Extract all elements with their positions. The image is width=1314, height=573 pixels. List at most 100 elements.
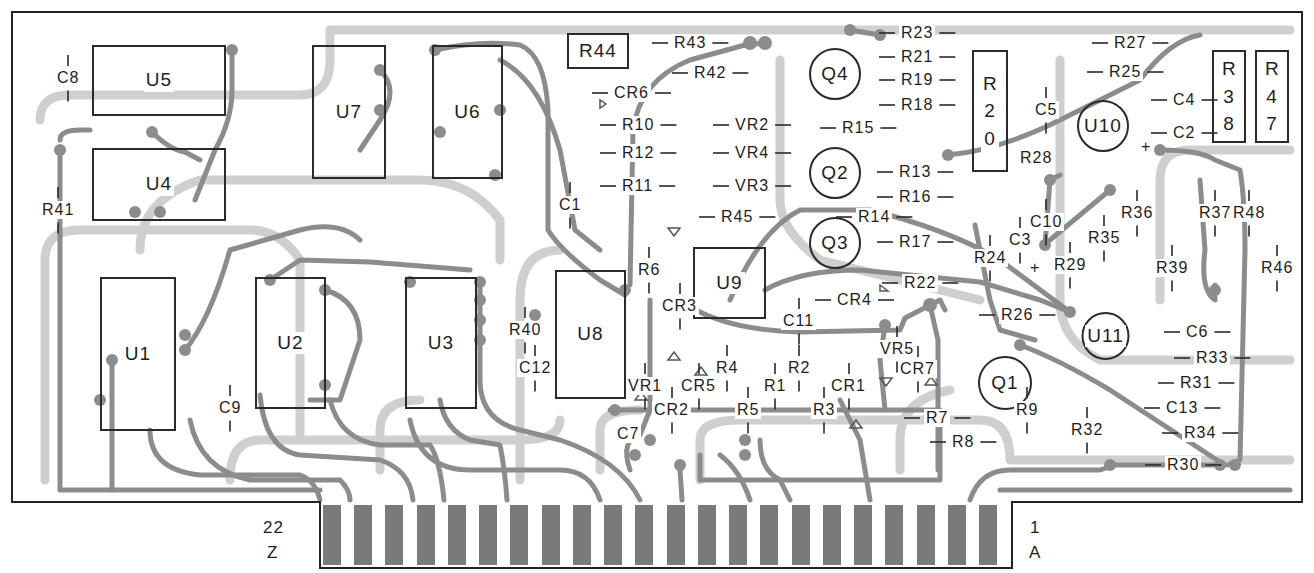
component-outline: R44	[567, 33, 629, 69]
component-outline: R 2 0	[972, 50, 1008, 172]
lead-line	[939, 56, 955, 58]
part-label: R4	[714, 359, 740, 377]
lead-line	[713, 152, 729, 154]
lead-line	[879, 104, 895, 106]
lead-line	[1069, 242, 1071, 253]
pin-number: 1	[1028, 518, 1042, 538]
lead-line	[713, 185, 729, 187]
lead-line	[1136, 190, 1138, 201]
lead-line	[712, 42, 728, 44]
part-label: CR4	[835, 291, 874, 309]
part-label: VR2	[733, 116, 771, 134]
lead-line	[937, 241, 953, 243]
lead-line	[659, 185, 675, 187]
lead-line	[671, 422, 673, 433]
lead-line	[1248, 225, 1250, 236]
solder-pads	[54, 24, 1241, 471]
component-name: Q2	[819, 162, 850, 185]
lead-line	[942, 282, 958, 284]
part-label: C9	[217, 399, 243, 417]
part-label: C8	[55, 69, 81, 87]
part-label: C13	[1164, 399, 1200, 417]
part-label: R17	[897, 233, 933, 251]
lead-line	[1164, 331, 1180, 333]
part-label: R8	[950, 433, 976, 451]
lead-line	[1026, 422, 1028, 433]
part-label: CR2	[652, 401, 691, 419]
part-label: CR7	[898, 360, 937, 378]
bottom-traces	[40, 30, 1290, 480]
lead-line	[67, 55, 69, 66]
part-label: R35	[1086, 229, 1122, 247]
lead-line	[1136, 225, 1138, 236]
lead-line	[644, 363, 646, 374]
lead-line	[1248, 190, 1250, 201]
lead-line	[1086, 407, 1088, 418]
component-name: U6	[452, 101, 482, 124]
component-name: U4	[144, 173, 174, 196]
lead-line	[652, 42, 668, 44]
component-name: R 4 7	[1263, 55, 1281, 138]
part-label: VR3	[733, 177, 771, 195]
component-outline: U3	[405, 277, 477, 409]
lead-line	[937, 196, 953, 198]
transistor-outline: Q3	[809, 217, 861, 269]
part-label: R6	[636, 261, 662, 279]
transistor-outline: U10	[1077, 100, 1129, 152]
lead-line	[1045, 122, 1047, 133]
lead-line	[1158, 382, 1174, 384]
lead-line	[1234, 357, 1250, 359]
lead-line	[1214, 331, 1230, 333]
lead-line	[980, 441, 996, 443]
part-label: R31	[1178, 374, 1214, 392]
component-name: U10	[1082, 115, 1124, 138]
component-name: U8	[575, 323, 605, 346]
lead-line	[648, 282, 650, 293]
component-name: Q4	[819, 63, 850, 86]
lead-line	[979, 314, 995, 316]
part-label: R1	[762, 377, 788, 395]
lead-line	[1069, 277, 1071, 288]
lead-line	[644, 398, 646, 409]
component-name: U2	[275, 332, 305, 355]
component-name: R44	[577, 40, 619, 63]
component-name: U5	[144, 69, 174, 92]
lead-line	[1086, 442, 1088, 453]
lead-line	[679, 283, 681, 294]
part-label: R27	[1112, 34, 1148, 52]
lead-line	[848, 398, 850, 409]
lead-line	[775, 185, 791, 187]
part-label: C3	[1007, 231, 1033, 249]
lead-line	[1045, 234, 1047, 245]
lead-line	[774, 363, 776, 374]
part-label: R41	[40, 201, 76, 219]
transistor-outline: Q2	[809, 147, 861, 199]
lead-line	[1045, 199, 1047, 210]
component-name: U7	[334, 101, 364, 124]
pin-number: 22	[261, 518, 286, 538]
lead-line	[775, 152, 791, 154]
lead-line	[67, 90, 69, 101]
part-label: C6	[1184, 323, 1210, 341]
part-label: R24	[972, 249, 1008, 267]
lead-line	[524, 342, 526, 353]
lead-line	[1214, 225, 1216, 236]
component-outline: U7	[312, 45, 386, 179]
lead-line	[57, 222, 59, 233]
lead-line	[798, 298, 800, 309]
pin-number: A	[1027, 543, 1043, 563]
edge-connector-fingers	[323, 505, 997, 565]
part-label: R14	[856, 208, 892, 226]
lead-line	[823, 387, 825, 398]
lead-line	[648, 247, 650, 258]
part-label: C1	[557, 196, 583, 214]
lead-line	[939, 32, 955, 34]
lead-line	[774, 398, 776, 409]
lead-line	[1103, 250, 1105, 261]
part-label: R15	[840, 119, 876, 137]
part-label: +	[1139, 138, 1153, 156]
component-outline: R 4 7	[1255, 50, 1289, 143]
part-label: R39	[1154, 259, 1190, 277]
component-outline: U1	[100, 277, 176, 431]
